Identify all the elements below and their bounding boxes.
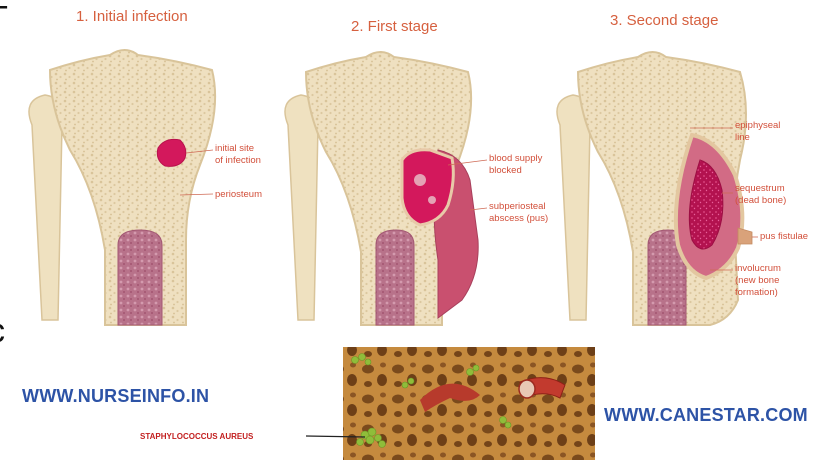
label-staphylococcus: STAPHYLOCOCCUS AUREUS <box>140 432 253 441</box>
marrow-2 <box>376 230 414 325</box>
stage-title-1: 1. Initial infection <box>76 8 188 25</box>
label-sequestrum: sequestrum (dead bone) <box>735 183 786 207</box>
necrotic-spot-a <box>414 174 426 186</box>
nurseinfo-link[interactable]: WWW.NURSEINFO.IN <box>22 386 209 407</box>
vessel-lumen <box>519 380 535 398</box>
edge-glyph-top: – <box>0 0 7 27</box>
panel-2-bone <box>285 52 487 325</box>
label-involucrum: involucrum (new bone formation) <box>735 263 781 299</box>
stage-title-2: 2. First stage <box>351 18 438 35</box>
label-periosteum: periosteum <box>215 189 262 201</box>
label-initial-site: initial site of infection <box>215 143 261 167</box>
microscopic-bone-image <box>306 347 595 460</box>
edge-glyph-bottom: c <box>0 312 5 351</box>
marrow-1 <box>118 230 162 325</box>
label-pus-fistulae: pus fistulae <box>760 231 808 243</box>
stage-title-3: 3. Second stage <box>610 12 718 29</box>
label-abscess: subperiosteal abscess (pus) <box>489 201 548 225</box>
necrotic-spot-b <box>428 196 436 204</box>
label-epiphyseal: epiphyseal line <box>735 120 780 144</box>
panel-3-bone <box>557 52 758 325</box>
canestar-link[interactable]: WWW.CANESTAR.COM <box>604 405 808 426</box>
fibula-1 <box>29 95 63 320</box>
fibula-3 <box>557 95 591 320</box>
pus-fistula-3 <box>738 228 752 244</box>
infection-site-1 <box>157 139 186 166</box>
label-blood-supply: blood supply blocked <box>489 153 542 177</box>
fibula-2 <box>285 95 319 320</box>
panel-1-bone <box>29 50 215 325</box>
